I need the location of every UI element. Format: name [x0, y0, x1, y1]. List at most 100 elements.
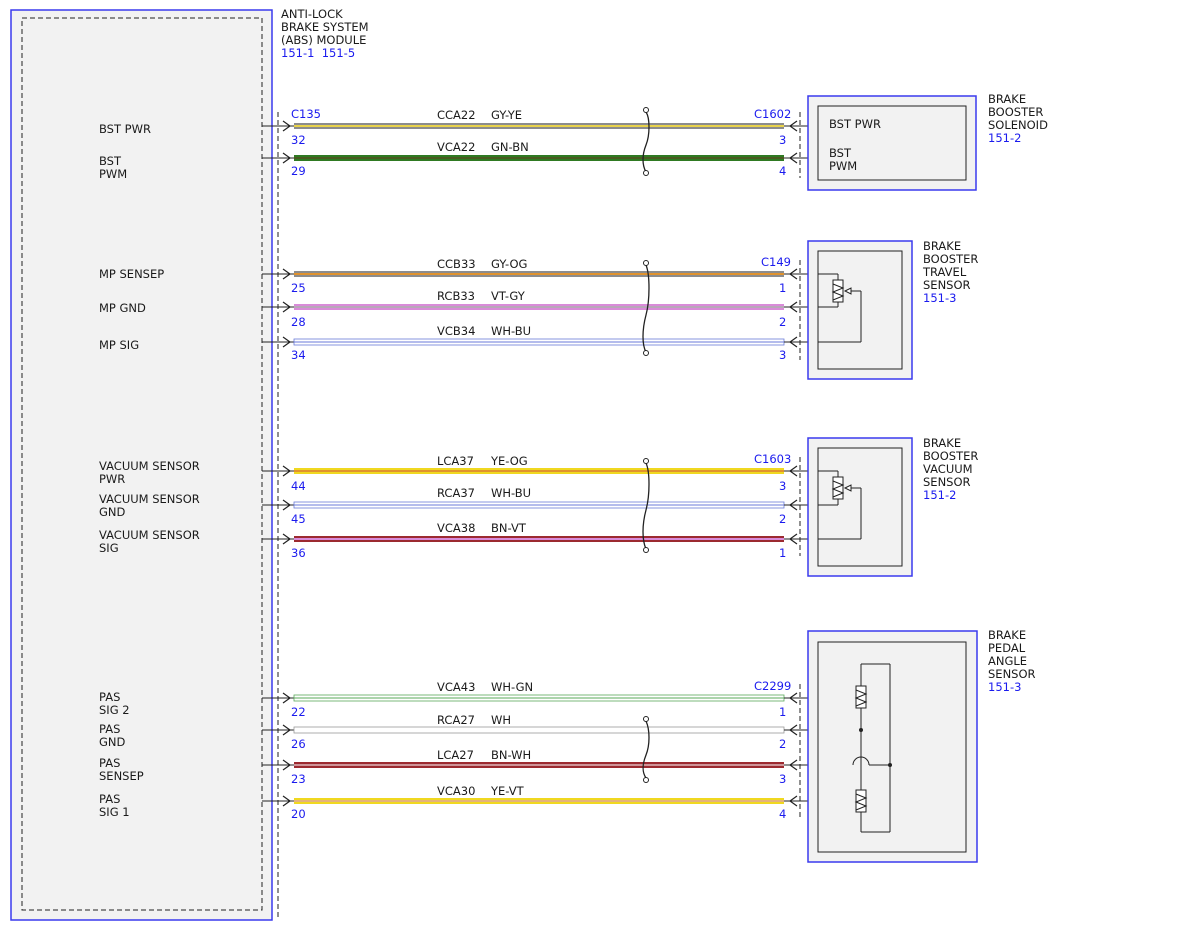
circuit-label: RCA27 [437, 713, 475, 727]
signal-label-2: PWR [99, 472, 125, 486]
component-title: SENSOR [923, 278, 971, 292]
left-pin-number: 34 [291, 348, 306, 362]
left-pin-number: 26 [291, 737, 306, 751]
group-brake-booster-vacuum-sensor: C1603 VACUUM SENSOR PWR LCA37 YE-OG 44 3… [99, 436, 978, 577]
signal-label-2: SIG [99, 541, 119, 555]
signal-label: PAS [99, 756, 120, 770]
component-ref: 151-3 [988, 680, 1021, 694]
component-ref: 151-2 [923, 488, 956, 502]
twisted-pair-marker [642, 720, 650, 779]
wire-color-label: GN-BN [491, 140, 529, 154]
twisted-pair-marker [642, 462, 650, 550]
wire-color-label: YE-VT [490, 784, 525, 798]
signal-label-2: SENSEP [99, 769, 144, 783]
signal-label: PAS [99, 722, 120, 736]
left-pin-number: 23 [291, 772, 306, 786]
right-pin-number: 2 [779, 315, 786, 329]
signal-label: MP SIG [99, 338, 139, 352]
circuit-label: LCA27 [437, 748, 474, 762]
signal-label-2: SIG 1 [99, 805, 130, 819]
right-connector-label: C2299 [754, 679, 791, 693]
signal-label-2: SIG 2 [99, 703, 130, 717]
right-connector-label: C1603 [754, 452, 791, 466]
right-pin-number: 3 [779, 772, 786, 786]
abs-module-title-3: (ABS) MODULE [281, 33, 366, 47]
wire-color-label: GY-OG [491, 257, 527, 271]
circuit-label: RCA37 [437, 486, 475, 500]
wire-color-label: GY-YE [491, 108, 522, 122]
left-pin-number: 36 [291, 546, 306, 560]
left-pin-number: 22 [291, 705, 306, 719]
component-title: VACUUM [923, 462, 973, 476]
wire-color-label: WH [491, 713, 511, 727]
wire-color-label: VT-GY [491, 289, 526, 303]
twisted-pair-marker [642, 264, 650, 353]
component-title: BOOSTER [988, 105, 1043, 119]
abs-module-box [10, 9, 273, 921]
wire-color-label: BN-VT [491, 521, 527, 535]
signal-label: VACUUM SENSOR [99, 492, 200, 506]
component-pin-label: PWM [829, 159, 857, 173]
circuit-label: VCB34 [437, 324, 475, 338]
component-ref: 151-2 [988, 131, 1021, 145]
signal-label-2: PWM [99, 167, 127, 181]
right-connector-label: C1602 [754, 107, 791, 121]
signal-label: PAS [99, 690, 120, 704]
wire-color-label: WH-BU [491, 486, 531, 500]
right-pin-number: 1 [779, 705, 786, 719]
signal-label: PAS [99, 792, 120, 806]
wire-color-label: WH-BU [491, 324, 531, 338]
group-brake-pedal-angle-sensor: C2299 PAS SIG 2 VCA43 WH-GN 22 1 PAS GND… [99, 628, 1036, 863]
abs-module-inner-dashed [21, 17, 263, 911]
signal-label-2: GND [99, 735, 126, 749]
component-title: BOOSTER [923, 449, 978, 463]
component-title: BRAKE [923, 436, 961, 450]
component-title: TRAVEL [922, 265, 967, 279]
left-connector-label: C135 [291, 107, 321, 121]
left-pin-number: 29 [291, 164, 306, 178]
wire-color-label: BN-WH [491, 748, 531, 762]
circuit-label: CCA22 [437, 108, 476, 122]
right-pin-number: 3 [779, 479, 786, 493]
component-title: SENSOR [923, 475, 971, 489]
wire-color-label: WH-GN [491, 680, 533, 694]
group-brake-booster-solenoid: C135 C1602 BST PWR CCA22 GY-YE 32 3 BST … [99, 92, 1048, 191]
left-pin-number: 20 [291, 807, 306, 821]
right-pin-number: 2 [779, 737, 786, 751]
abs-module-refs: 151-1 151-5 [281, 46, 355, 60]
right-connector-label: C149 [761, 255, 791, 269]
signal-label: VACUUM SENSOR [99, 528, 200, 542]
signal-label: BST PWR [99, 122, 151, 136]
right-pin-number: 3 [779, 133, 786, 147]
circuit-label: LCA37 [437, 454, 474, 468]
left-pin-number: 44 [291, 479, 306, 493]
circuit-label: RCB33 [437, 289, 475, 303]
component-title: BRAKE [988, 628, 1026, 642]
right-pin-number: 4 [779, 164, 786, 178]
component-title: PEDAL [988, 641, 1026, 655]
left-pin-number: 45 [291, 512, 306, 526]
component-title: BRAKE [923, 239, 961, 253]
component-pin-label: BST [829, 146, 852, 160]
signal-label: VACUUM SENSOR [99, 459, 200, 473]
left-pin-number: 25 [291, 281, 306, 295]
abs-module-title-1: ANTI-LOCK [281, 7, 343, 21]
group-brake-booster-travel-sensor: C149 MP SENSEP CCB33 GY-OG 25 1 MP GND R… [99, 239, 978, 380]
circuit-label: VCA43 [437, 680, 475, 694]
right-pin-number: 1 [779, 281, 786, 295]
component-title: SOLENOID [988, 118, 1048, 132]
circuit-label: VCA22 [437, 140, 475, 154]
circuit-label: VCA38 [437, 521, 475, 535]
component-ref: 151-3 [923, 291, 956, 305]
signal-label-2: GND [99, 505, 126, 519]
component-pin-label: BST PWR [829, 117, 881, 131]
left-pin-number: 32 [291, 133, 306, 147]
right-pin-number: 3 [779, 348, 786, 362]
component-title: ANGLE [988, 654, 1027, 668]
signal-label: MP GND [99, 301, 146, 315]
circuit-label: CCB33 [437, 257, 476, 271]
abs-module-title-2: BRAKE SYSTEM [281, 20, 369, 34]
wire-gn-bn-band-b [294, 157, 784, 159]
circuit-label: VCA30 [437, 784, 475, 798]
